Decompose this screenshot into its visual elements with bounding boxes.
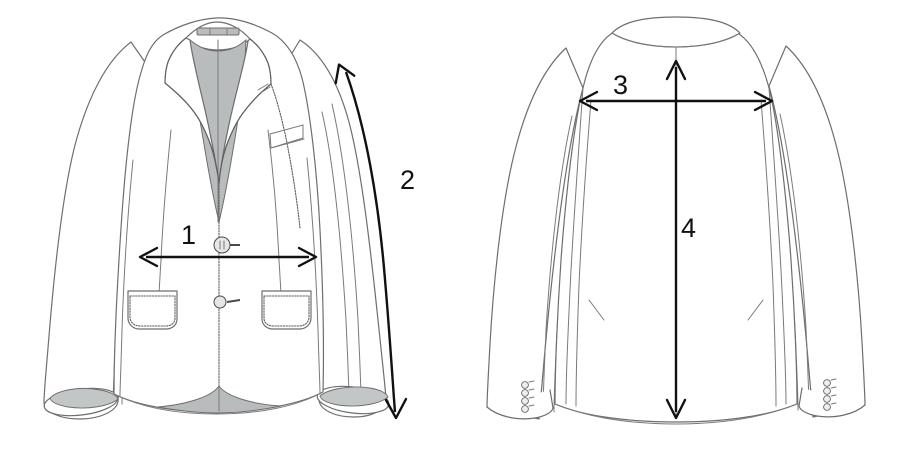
front-button-upper — [213, 236, 231, 254]
front-left-lapel-stitch — [164, 37, 187, 84]
back-hem-edge — [554, 403, 798, 425]
back-right-armhole-seam — [768, 87, 787, 405]
front-left-cuff-inner-shadow — [49, 387, 119, 409]
measure-4-head-top — [665, 59, 687, 81]
measure-2-head-top — [334, 63, 356, 85]
measure-2-shaft — [344, 71, 397, 413]
lapel-buttonhole-icon-tail — [261, 86, 271, 93]
front-right-lapel-outer-stitch — [270, 83, 301, 229]
measure-4-head-bottom — [665, 398, 687, 420]
back-right-side-panel — [760, 99, 777, 407]
back-left-armhole-seam — [565, 87, 584, 405]
front-right-sleeve-seam — [321, 111, 350, 401]
measure-1-head-left — [138, 246, 159, 268]
measure-label-1: 1 — [181, 220, 197, 250]
front-right-lapel-stitch — [249, 38, 272, 85]
back-left-sleeve-seam — [542, 115, 573, 413]
front-right-flap-pocket — [261, 290, 312, 330]
back-left-side-panel — [575, 99, 592, 407]
front-left-flap-stitch — [129, 295, 176, 327]
front-left-flap-pocket — [127, 290, 178, 330]
back-left-cuff — [486, 389, 554, 420]
front-right-side-seam — [306, 157, 321, 395]
back-left-dart — [588, 299, 605, 321]
front-hem-edge — [113, 391, 324, 415]
front-right-cuff-inner-shadow — [319, 386, 389, 407]
front-right-sleeve-seam-inner — [331, 103, 362, 401]
back-left-sleeve — [486, 47, 584, 420]
measure-3-head-left — [578, 90, 599, 112]
back-view-group — [486, 16, 866, 425]
measure-2-head-bottom — [384, 397, 408, 420]
measure-3-head-right — [753, 90, 774, 112]
front-left-lapel-edge-stitch — [164, 82, 220, 183]
front-button-lower-thread — [226, 299, 241, 303]
measure-1-head-right — [297, 246, 318, 268]
measurement-4-arrow — [665, 59, 687, 420]
front-chest-pocket-line — [270, 138, 305, 149]
measurement-2-arrow — [334, 63, 408, 420]
measure-label-4: 4 — [681, 213, 697, 243]
front-right-flap-stitch — [263, 295, 310, 327]
front-collar-inner-band — [196, 27, 240, 36]
measurement-1-arrow — [138, 246, 318, 268]
back-right-dart — [747, 299, 764, 321]
cuff-buttons-right — [823, 378, 837, 411]
lapel-buttonhole-icon — [257, 83, 269, 91]
front-chest-welt-pocket — [269, 124, 304, 149]
back-right-cuff — [798, 387, 866, 418]
front-left-side-seam — [119, 159, 134, 397]
cuff-buttons-left — [521, 380, 535, 413]
front-view-group — [43, 17, 408, 420]
measure-label-3: 3 — [613, 70, 629, 100]
measure-label-2: 2 — [400, 165, 416, 195]
front-button-lower — [213, 295, 227, 309]
back-right-sleeve — [768, 45, 866, 418]
front-right-lapel-edge-stitch — [218, 83, 272, 184]
back-right-sleeve-seam — [779, 113, 810, 411]
